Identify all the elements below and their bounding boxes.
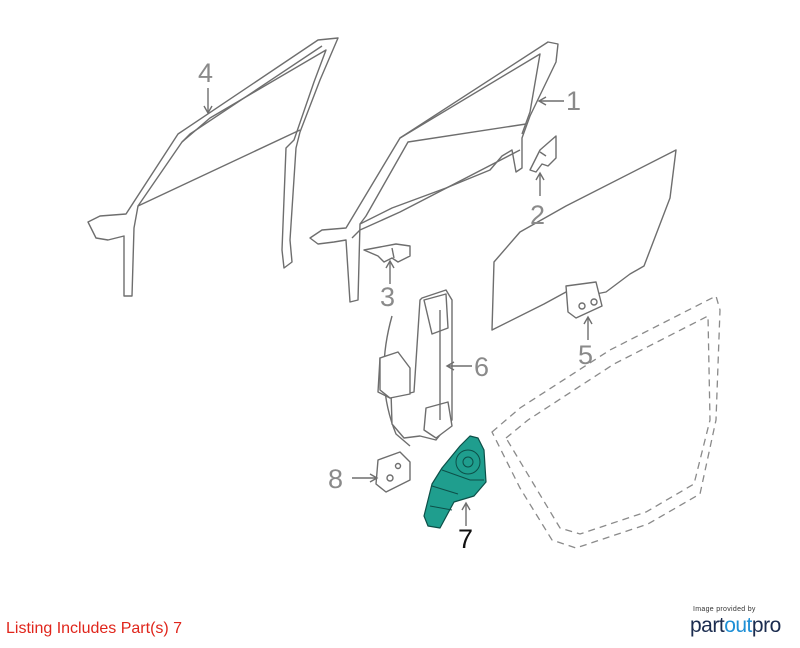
brand-pro: pro bbox=[751, 614, 781, 637]
image-credit-caption: Image provided by bbox=[693, 606, 756, 613]
callout-5: 5 bbox=[578, 340, 593, 370]
part-1-window-channel bbox=[309, 41, 559, 303]
part-8-motor-bracket bbox=[375, 451, 411, 493]
callout-6: 6 bbox=[474, 352, 489, 382]
partoutpro-logo: partoutpro bbox=[690, 614, 781, 638]
part-5-door-glass bbox=[491, 149, 677, 331]
callout-1: 1 bbox=[566, 86, 581, 116]
callout-8: 8 bbox=[328, 464, 343, 494]
part-6-window-regulator bbox=[377, 289, 453, 447]
door-outline bbox=[491, 295, 721, 549]
part-7-regulator-motor[interactable] bbox=[423, 435, 487, 529]
brand-out: out bbox=[724, 614, 752, 637]
callout-4: 4 bbox=[198, 58, 213, 88]
callout-2: 2 bbox=[530, 200, 545, 230]
listing-includes-text: Listing Includes Part(s) 7 bbox=[6, 620, 183, 637]
leader-arrows bbox=[203, 88, 593, 526]
part-2-bracket bbox=[529, 135, 557, 173]
callout-3: 3 bbox=[380, 282, 395, 312]
callout-7: 7 bbox=[458, 524, 473, 554]
part-4-window-frame bbox=[87, 37, 339, 297]
part-3-clip bbox=[363, 243, 411, 263]
brand-part: part bbox=[690, 614, 725, 637]
